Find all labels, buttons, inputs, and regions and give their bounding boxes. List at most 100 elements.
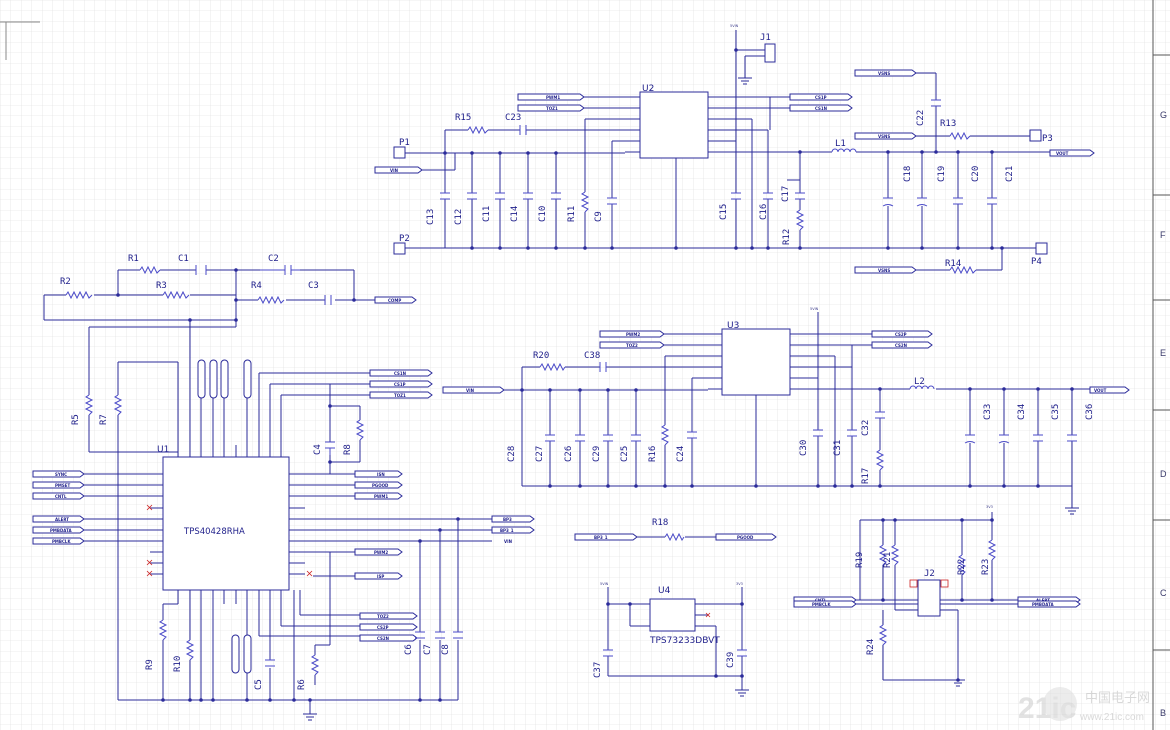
- svg-text:C6: C6: [404, 644, 414, 655]
- svg-text:C27: C27: [535, 446, 545, 462]
- u4-ground-symbol: [735, 689, 749, 697]
- u4-part: TPS73233DBVT: [649, 636, 720, 646]
- net-flag-pmset: [32, 481, 85, 489]
- net-flag-comp-label: COMP: [388, 298, 401, 303]
- u4-5vin-label: 5VIN: [600, 582, 609, 586]
- u4-ref: U4: [658, 586, 671, 596]
- u1-passives: [65, 265, 463, 676]
- grid-row-d: D: [1160, 469, 1167, 479]
- svg-text:TOZ2: TOZ2: [377, 614, 389, 619]
- u1-left-net-flags: SYNC PMSET CNTL ALERT PMBDATA PMBCLK: [32, 470, 150, 545]
- svg-text:C32: C32: [861, 420, 871, 436]
- net-flag-pwm2-u3: [599, 330, 665, 338]
- grid-row-labels: G F E D C B: [1160, 110, 1167, 718]
- svg-text:PMBDATA: PMBDATA: [1032, 602, 1054, 607]
- j2-wiring: [856, 512, 1018, 681]
- svg-text:C35: C35: [1051, 404, 1061, 420]
- net-label-vin-u1: VIN: [504, 539, 512, 544]
- u3-passive-refs: R20 C38 C28 C27 C26 C29 C25 R16 C24 C30 …: [507, 351, 1095, 484]
- svg-text:ISN: ISN: [377, 472, 385, 477]
- svg-text:R20: R20: [533, 351, 549, 361]
- net-flag-bp3-1-r18: [574, 533, 638, 541]
- svg-text:R17: R17: [861, 468, 871, 484]
- svg-text:R13: R13: [940, 119, 956, 129]
- svg-text:PWM2: PWM2: [626, 332, 640, 337]
- net-flag-vin-u3: [442, 386, 505, 394]
- u3-5vin-label: 5VIN: [810, 307, 819, 311]
- svg-text:CS2N: CS2N: [895, 343, 907, 348]
- watermark-21ic: 21ic 中国电子网 www.21ic.com: [1018, 687, 1150, 725]
- svg-text:C30: C30: [799, 440, 809, 456]
- net-flag-toz2-u3: [599, 341, 665, 349]
- u3-passives: [539, 362, 1077, 471]
- svg-text:C31: C31: [833, 440, 843, 456]
- svg-text:R5: R5: [71, 414, 81, 425]
- svg-text:C26: C26: [564, 446, 574, 462]
- svg-text:BP3: BP3: [503, 517, 512, 522]
- u4-block[interactable]: U4 TPS73233DBVT: [649, 586, 720, 646]
- svg-text:P4: P4: [1031, 257, 1042, 267]
- svg-text:L1: L1: [835, 139, 846, 149]
- u3-net-flags: PWM2 TOZ2 CS2P CS2N VIN VOUT: [442, 330, 1130, 394]
- j2-pin-marks: [909, 579, 949, 588]
- r18-net: BP3_1 PGOOD R18: [574, 518, 777, 542]
- svg-text:VSNS: VSNS: [878, 134, 890, 139]
- u4-nc-mark: [705, 612, 711, 618]
- net-flag-cs2n-u3: [871, 341, 933, 349]
- net-flag-isp: [354, 572, 403, 580]
- u2-block[interactable]: U2: [625, 84, 722, 248]
- svg-text:R2: R2: [60, 277, 71, 287]
- svg-text:C4: C4: [313, 444, 323, 455]
- net-flag-bp3: [491, 515, 535, 523]
- svg-text:PWM1: PWM1: [546, 95, 560, 100]
- svg-text:R21: R21: [883, 552, 893, 568]
- svg-text:R22: R22: [957, 559, 967, 575]
- svg-text:R7: R7: [99, 414, 109, 425]
- p3-connector: [1029, 129, 1042, 142]
- junction-dots: [116, 48, 1074, 702]
- u2-passive-refs: R15 C23 C13 C12 C11 C14 C10 R11 C9 C15 C…: [426, 110, 1015, 269]
- svg-text:PGOOD: PGOOD: [737, 535, 754, 540]
- j1-connector[interactable]: [764, 43, 776, 63]
- svg-text:www.21ic.com: www.21ic.com: [1079, 712, 1144, 723]
- svg-text:C33: C33: [983, 404, 993, 420]
- grid-row-e: E: [1160, 348, 1166, 358]
- svg-text:BP3_1: BP3_1: [594, 535, 608, 540]
- svg-text:C29: C29: [592, 446, 602, 462]
- svg-text:R10: R10: [173, 656, 183, 672]
- svg-text:C17: C17: [781, 186, 791, 202]
- svg-text:PGOOD: PGOOD: [372, 483, 389, 488]
- svg-text:BP3_1: BP3_1: [500, 528, 514, 533]
- svg-text:C1: C1: [178, 254, 189, 264]
- net-flag-cntl: [32, 492, 85, 500]
- svg-text:R24: R24: [866, 639, 876, 655]
- net-flag-comp: [374, 296, 417, 304]
- net-flag-vout-top: [1049, 149, 1095, 157]
- net-flag-cs1p: [369, 380, 433, 388]
- svg-text:R12: R12: [782, 229, 792, 245]
- svg-text:ALERT: ALERT: [55, 517, 69, 522]
- grid-row-g: G: [1160, 110, 1167, 120]
- net-flag-cs2p: [359, 623, 418, 631]
- u1-top-stub-pills: [197, 359, 252, 674]
- svg-text:R23: R23: [981, 559, 991, 575]
- net-flag-sync: [32, 470, 85, 478]
- svg-text:PMBDATA: PMBDATA: [50, 528, 72, 533]
- svg-text:C18: C18: [903, 166, 913, 182]
- svg-text:C8: C8: [441, 644, 451, 655]
- j2-connector[interactable]: [917, 579, 941, 617]
- svg-text:VSNS: VSNS: [878, 268, 890, 273]
- net-flag-cs1n: [369, 369, 433, 377]
- svg-text:C2: C2: [268, 254, 279, 264]
- svg-text:SYNC: SYNC: [55, 472, 67, 477]
- power-connectors[interactable]: [393, 129, 1048, 255]
- u1-part: TPS40428RHA: [183, 527, 245, 537]
- u1-block[interactable]: U1 TPS40428RHA: [146, 445, 313, 604]
- net-flag-vout-u3: [1089, 386, 1130, 394]
- u3-block[interactable]: U3: [708, 321, 805, 486]
- svg-text:J2: J2: [924, 569, 935, 579]
- svg-text:PMBCLK: PMBCLK: [52, 539, 71, 544]
- svg-text:C15: C15: [719, 204, 729, 220]
- svg-text:VOUT: VOUT: [1094, 388, 1107, 393]
